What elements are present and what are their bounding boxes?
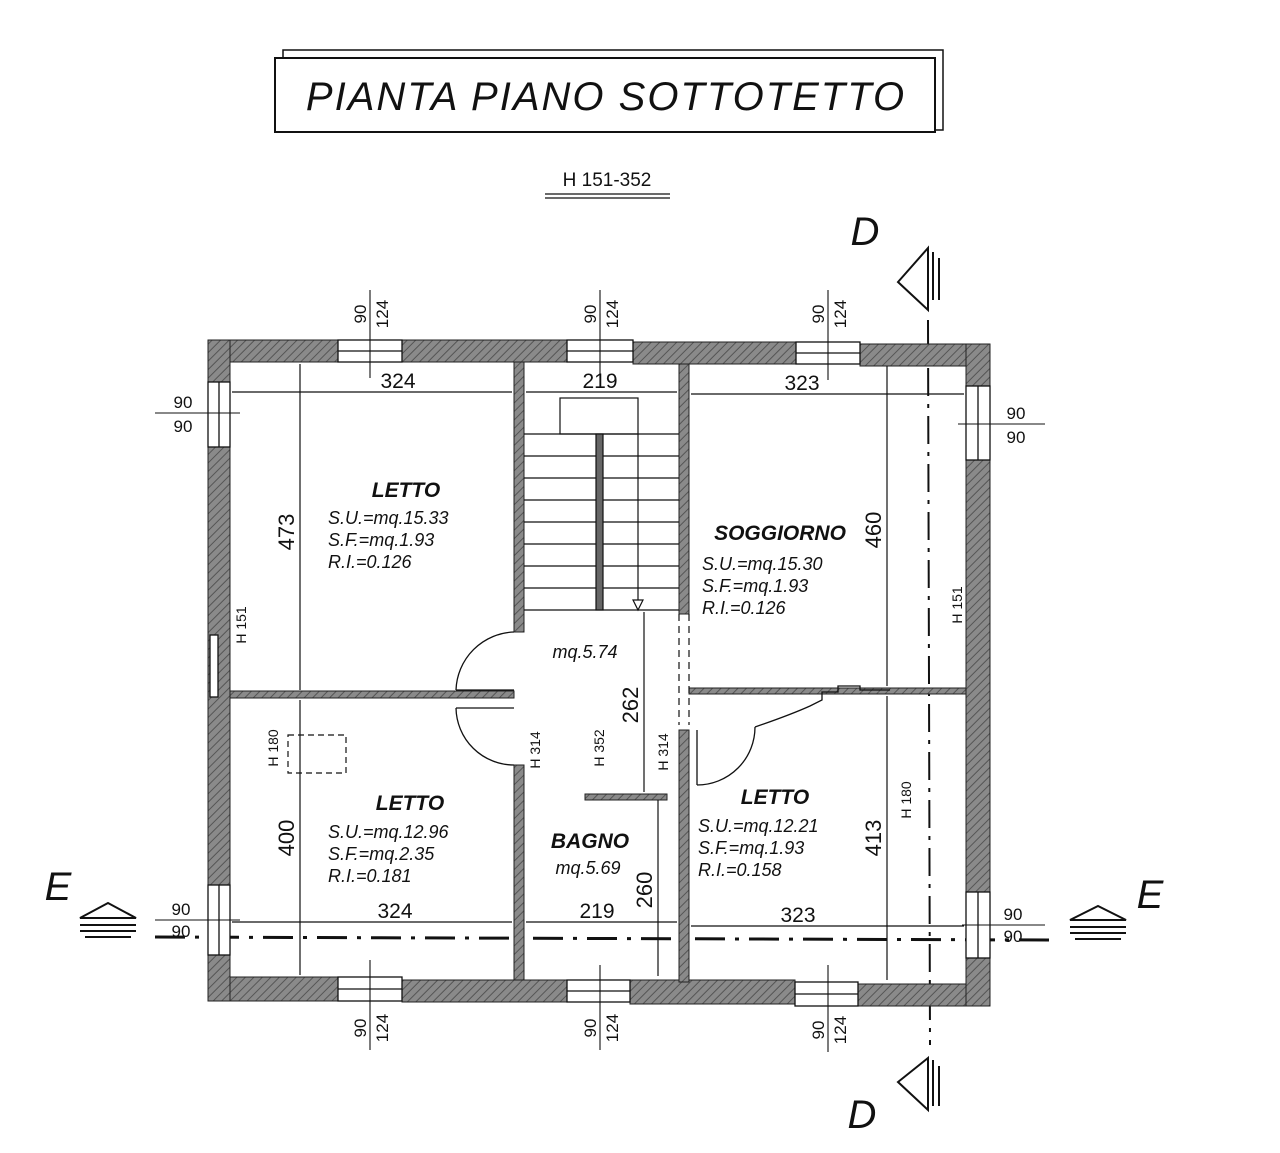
section-marker-d-bottom: D — [848, 1055, 940, 1137]
section-marker-d-top: D — [851, 210, 940, 313]
window-labels — [155, 290, 1045, 1052]
win-east-2-w: 90 — [1004, 905, 1023, 924]
room-ri: R.I.=0.181 — [328, 866, 412, 886]
height-hall-right: H 314 — [655, 733, 671, 771]
dim-top-mid: 219 — [582, 370, 617, 393]
title-block: PIANTA PIANO SOTTOTETTO — [274, 49, 944, 133]
room-su: S.U.=mq.15.30 — [702, 554, 823, 574]
win-top-1-h: 124 — [373, 300, 392, 328]
section-line-e — [154, 935, 1051, 942]
staircase — [524, 397, 690, 725]
doors — [455, 631, 890, 786]
dim-bottom-mid: 219 — [579, 900, 614, 923]
win-east-1-h: 90 — [1007, 428, 1026, 447]
room-sf: S.F.=mq.1.93 — [698, 838, 804, 858]
height-labels: H 151 H 151 H 180 H 180 H 314 H 352 H 31… — [233, 586, 965, 819]
dim-top-right: 323 — [784, 372, 819, 395]
dim-top-left: 324 — [380, 370, 415, 393]
room-sf: S.F.=mq.1.93 — [702, 576, 808, 596]
dim-v-nw: 473 — [274, 514, 299, 551]
dim-bottom-left: 324 — [377, 900, 412, 923]
room-bagno: BAGNO mq.5.69 — [551, 830, 629, 878]
dim-v-hall: 262 — [618, 687, 643, 724]
section-label-d-bottom: D — [848, 1093, 877, 1137]
room-su: S.U.=mq.15.33 — [328, 508, 449, 528]
win-bot-2-h: 124 — [603, 1014, 622, 1042]
win-bot-2-w: 90 — [581, 1019, 600, 1038]
win-bot-1-h: 124 — [373, 1014, 392, 1042]
dimension-lines — [232, 364, 964, 980]
height-hall-left: H 314 — [527, 731, 543, 769]
room-letto-sw: LETTO S.U.=mq.12.96 S.F.=mq.2.35 R.I.=0.… — [328, 792, 450, 886]
win-west-1-h: 90 — [174, 417, 193, 436]
win-bot-1-w: 90 — [351, 1019, 370, 1038]
room-su: S.U.=mq.12.96 — [328, 822, 450, 842]
section-marker-e-left: E — [45, 865, 137, 938]
win-bot-3-w: 90 — [809, 1021, 828, 1040]
room-name: LETTO — [376, 792, 444, 815]
height-range: H 151-352 — [563, 170, 652, 191]
section-label-e-right: E — [1137, 873, 1165, 917]
window-label-text: 90 124 90 124 90 124 90 124 90 124 90 12… — [172, 300, 1026, 1044]
win-west-2-w: 90 — [172, 900, 191, 919]
plan-title: PIANTA PIANO SOTTOTETTO — [306, 75, 906, 119]
interior-walls — [229, 361, 967, 983]
win-bot-3-h: 124 — [831, 1016, 850, 1044]
dim-v-se: 413 — [861, 820, 886, 857]
room-ri: R.I.=0.126 — [702, 598, 787, 618]
height-se-room: H 180 — [898, 781, 914, 819]
room-sf: S.F.=mq.1.93 — [328, 530, 434, 550]
height-sw-room: H 180 — [265, 729, 281, 767]
win-top-2-h: 124 — [603, 300, 622, 328]
hall-area: mq.5.74 — [552, 642, 617, 662]
win-west-1-w: 90 — [174, 393, 193, 412]
room-name: LETTO — [741, 786, 809, 809]
dim-bottom-right: 323 — [780, 904, 815, 927]
win-top-2-w: 90 — [581, 305, 600, 324]
room-su: S.U.=mq.12.21 — [698, 816, 819, 836]
room-letto-se: LETTO S.U.=mq.12.21 S.F.=mq.1.93 R.I.=0.… — [698, 786, 819, 880]
dim-v-sw: 400 — [274, 820, 299, 857]
win-top-1-w: 90 — [351, 305, 370, 324]
height-west-wall: H 151 — [233, 606, 249, 644]
section-line-d — [927, 319, 931, 1046]
room-letto-nw: LETTO S.U.=mq.15.33 S.F.=mq.1.93 R.I.=0.… — [328, 479, 449, 572]
room-sf: S.F.=mq.2.35 — [328, 844, 435, 864]
height-hall-mid: H 352 — [591, 729, 607, 767]
win-top-3-w: 90 — [809, 305, 828, 324]
dim-v-ne: 460 — [861, 512, 886, 549]
room-name: LETTO — [372, 479, 440, 502]
room-ri: R.I.=0.126 — [328, 552, 413, 572]
section-marker-e-right: E — [1069, 873, 1165, 940]
room-name: SOGGIORNO — [714, 522, 846, 545]
win-top-3-h: 124 — [831, 300, 850, 328]
win-west-2-h: 90 — [172, 922, 191, 941]
section-label-e-left: E — [45, 865, 73, 909]
win-east-1-w: 90 — [1007, 404, 1026, 423]
dim-v-bagno: 260 — [632, 872, 657, 909]
height-east-wall: H 151 — [949, 586, 965, 624]
room-area: mq.5.69 — [555, 858, 620, 878]
dimension-labels: 324 219 323 324 219 323 473 460 400 413 … — [274, 370, 886, 927]
skylight-outline — [287, 734, 347, 774]
section-label-d-top: D — [851, 210, 880, 254]
win-east-2-h: 90 — [1004, 927, 1023, 946]
room-ri: R.I.=0.158 — [698, 860, 782, 880]
room-soggiorno: SOGGIORNO S.U.=mq.15.30 S.F.=mq.1.93 R.I… — [702, 522, 846, 618]
room-name: BAGNO — [551, 830, 629, 853]
